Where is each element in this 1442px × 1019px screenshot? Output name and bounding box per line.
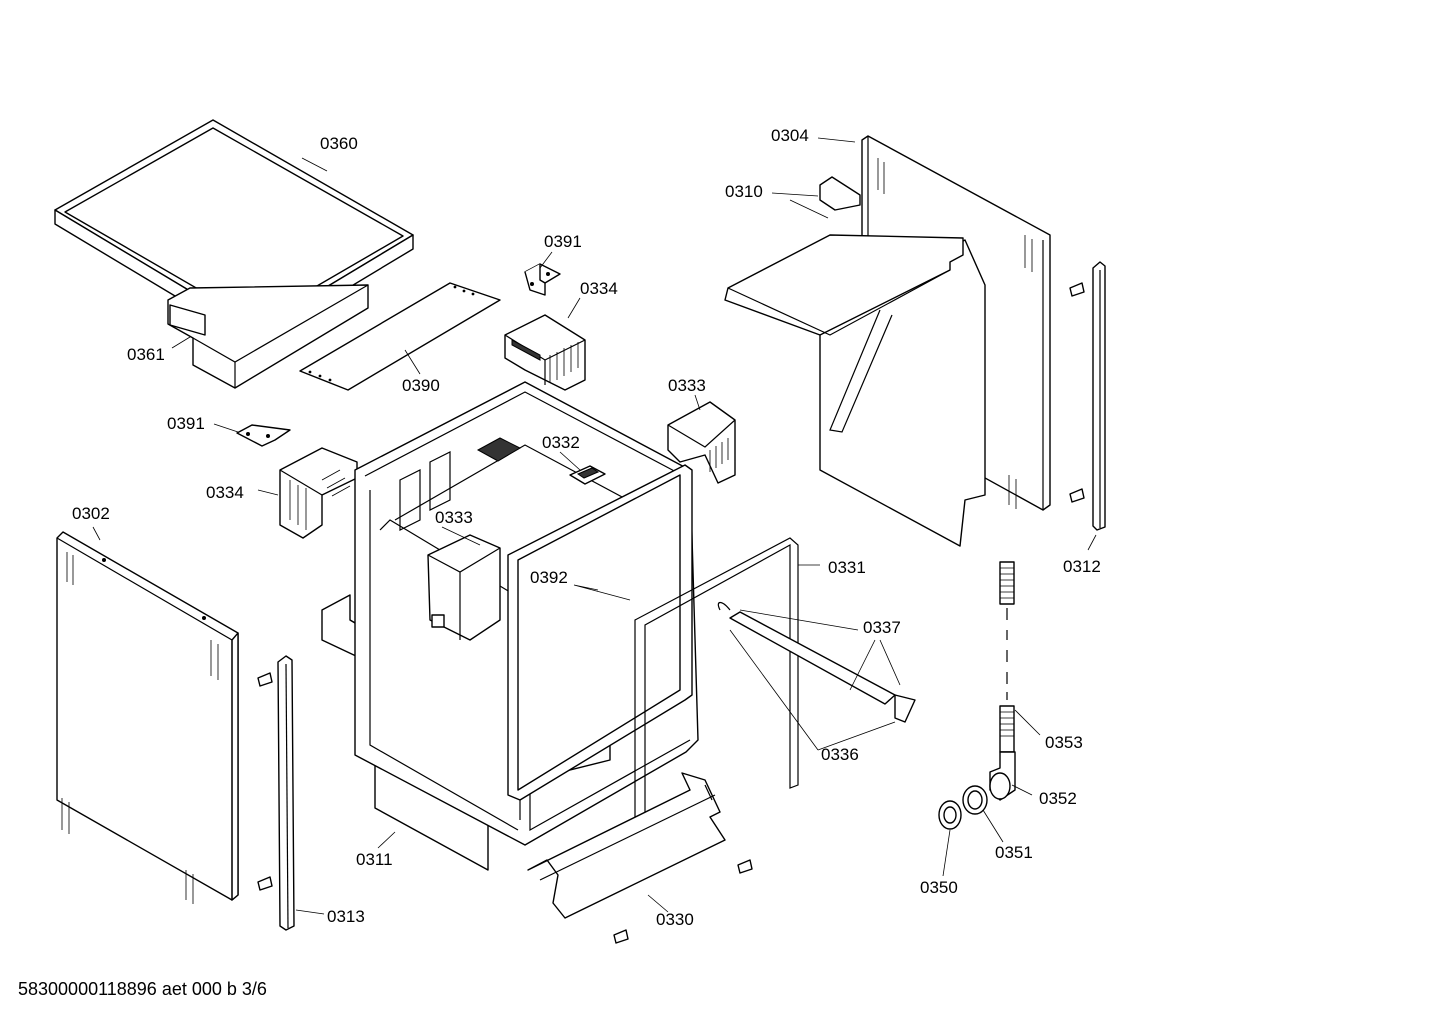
part-labels: 0360 0361 0390 0391 0334 0391 0334 0302 …: [72, 126, 1101, 929]
part-0331-door-seal[interactable]: [507, 464, 799, 874]
label-0391-top: 0391: [544, 232, 582, 251]
part-0310-insulation[interactable]: [724, 176, 986, 547]
part-0391-bracket-left[interactable]: [236, 424, 291, 447]
label-0350: 0350: [920, 878, 958, 897]
part-0351-ring[interactable]: [962, 785, 988, 815]
part-0332-clip[interactable]: [569, 465, 606, 485]
part-0360-worktop[interactable]: [54, 119, 414, 345]
leader-lines: [92, 137, 1097, 915]
label-0302: 0302: [72, 504, 110, 523]
label-0336: 0336: [821, 745, 859, 764]
label-0390: 0390: [402, 376, 440, 395]
screws-right: [1069, 282, 1085, 503]
label-0337: 0337: [863, 618, 901, 637]
label-0352: 0352: [1039, 789, 1077, 808]
label-0351: 0351: [995, 843, 1033, 862]
part-0391-bracket-top[interactable]: [524, 263, 561, 296]
part-0352-elbow[interactable]: [989, 751, 1016, 801]
part-0333-block-right[interactable]: [667, 401, 736, 484]
part-0361-tray[interactable]: [167, 284, 369, 389]
part-0313-trim-strip[interactable]: [277, 655, 295, 931]
label-0334-left: 0334: [206, 483, 244, 502]
part-0333-block-inner[interactable]: [427, 534, 501, 641]
part-0350-cap[interactable]: [938, 800, 962, 830]
part-0390-strip[interactable]: [299, 282, 501, 391]
label-0330: 0330: [656, 910, 694, 929]
label-0312: 0312: [1063, 557, 1101, 576]
label-0331: 0331: [828, 558, 866, 577]
label-0361: 0361: [127, 345, 165, 364]
label-0360: 0360: [320, 134, 358, 153]
document-id-footer: 58300000118896 aet 000 b 3/6: [18, 979, 267, 999]
part-0334-block-top[interactable]: [504, 314, 586, 391]
screws-left: [257, 672, 273, 891]
label-0333-right: 0333: [668, 376, 706, 395]
label-0311: 0311: [356, 850, 393, 869]
part-0334-block-left[interactable]: [279, 447, 358, 539]
label-0304: 0304: [771, 126, 809, 145]
screws-bottom: [613, 859, 753, 944]
label-0313: 0313: [327, 907, 365, 926]
label-0392: 0392: [530, 568, 568, 587]
part-0312-trim-strip[interactable]: [1092, 261, 1106, 531]
part-0330-kick-plate[interactable]: [527, 772, 726, 919]
label-0353: 0353: [1045, 733, 1083, 752]
part-0337-bar[interactable]: [717, 601, 916, 723]
label-0333-inner: 0333: [435, 508, 473, 527]
label-0334-top: 0334: [580, 279, 618, 298]
label-0332: 0332: [542, 433, 580, 452]
part-0353-hose[interactable]: [999, 561, 1015, 753]
label-0391-left: 0391: [167, 414, 205, 433]
part-0302-side-panel[interactable]: [56, 531, 239, 904]
label-0310: 0310: [725, 182, 763, 201]
